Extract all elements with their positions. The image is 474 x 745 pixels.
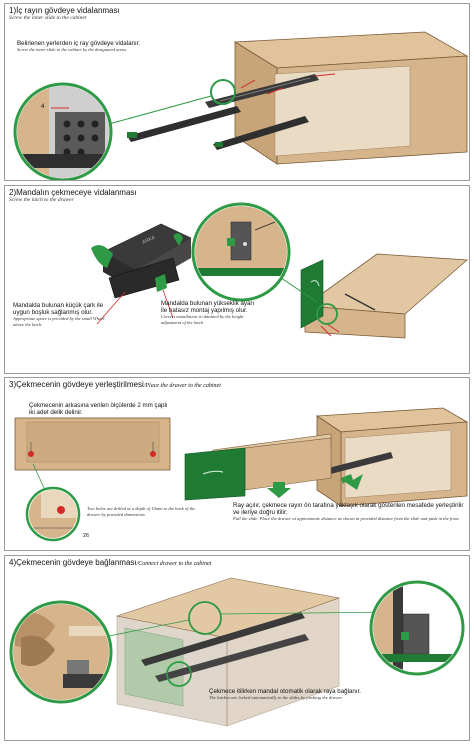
step-2-panel: 2)Mandalın çekmeceye vidalanması Screw t…: [4, 185, 470, 374]
step-1-illustration: [13, 31, 469, 180]
step-2-subtitle: Screw the latch to the drawer: [9, 197, 74, 203]
step-3-illustration: [14, 407, 469, 542]
step-2-illustration: ARKA: [91, 202, 468, 339]
step-1-dimension-label: 4: [41, 104, 45, 110]
step-3-dimension-label: 26: [83, 533, 90, 539]
step-1-title: 1)İç rayın gövdeye vidalanması: [9, 6, 120, 15]
step-1-panel: 1)İç rayın gövdeye vidalanması Screw the…: [4, 3, 470, 181]
step-3-note-holes-en: Two holes are drilled at a depth of 10mm…: [87, 506, 196, 517]
step-1-note: Belirlenen yerlerden iç ray gövdeye vida…: [17, 40, 141, 52]
step-3-note-holes-tr: Çekmecenin arkasına verilen ölçülerde 2 …: [29, 402, 168, 416]
svg-text:ARKA: ARKA: [141, 235, 156, 246]
step-3-panel: 3)Çekmecenin gövdeye yerleştirilmesi/Pla…: [4, 377, 470, 551]
step-2-note-wheel: Mandalda bulunan küçük çark ile uygun bo…: [13, 302, 105, 327]
step-4-note: Çekmece itilirken mandal otomatik olarak…: [209, 688, 362, 700]
step-3-note-place: Ray açılır, çekmece rayın ön tarafına ya…: [233, 502, 464, 521]
step-4-illustration: [9, 577, 465, 727]
step-3-title: 3)Çekmecenin gövdeye yerleştirilmesi/Pla…: [9, 380, 221, 389]
step-2-note-height: Mandalda bulunan yükseklik ayarı ile hat…: [161, 300, 255, 325]
step-2-title: 2)Mandalın çekmeceye vidalanması: [9, 188, 137, 197]
step-4-panel: 4)Çekmecenin gövdeye bağlanması/Connect …: [4, 555, 470, 741]
step-1-subtitle: Screw the inner slide to the cabinet: [9, 15, 87, 21]
step-4-title: 4)Çekmecenin gövdeye bağlanması/Connect …: [9, 558, 212, 567]
